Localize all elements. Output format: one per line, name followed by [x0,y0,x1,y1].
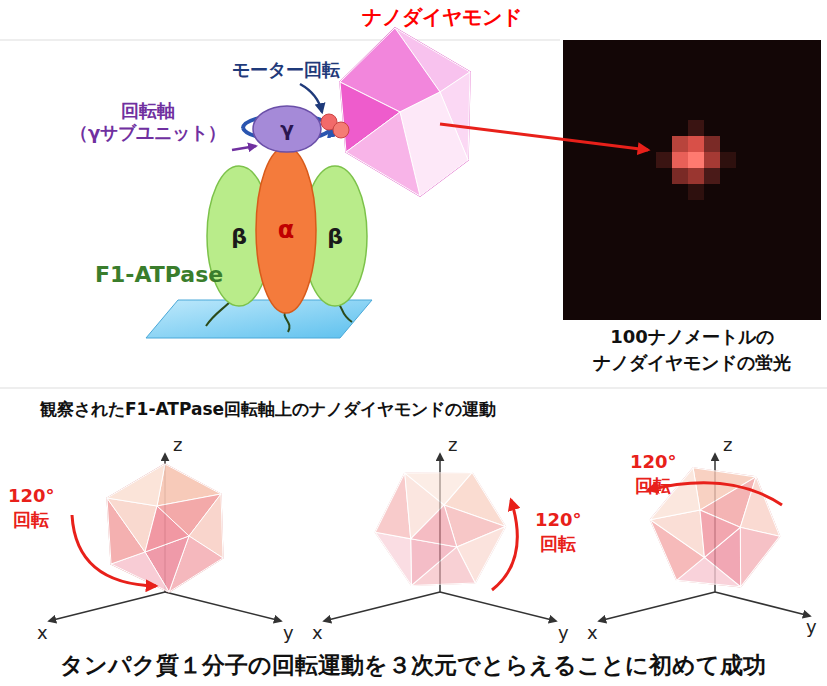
axis-label: y [806,616,817,637]
section-heading: 観察されたF1-ATPase回転軸上のナノダイヤモンドの運動 [40,398,496,421]
part-name: F1-ATPase [95,262,223,287]
alpha-subunit: α [255,146,317,314]
axis-label: x [312,622,323,643]
gamma-subunit: γ [252,105,322,153]
subunit-label: β [327,224,343,249]
subunit-label: α [278,216,295,244]
axis-label: z [173,434,182,455]
part-name: ナノダイヤモンド [362,4,522,31]
axis-label: y [283,622,294,643]
subunit-label: γ [280,117,294,141]
part-name: 回転軸 （γサブユニット） [70,100,226,144]
image-note: 100ナノメートルの ナノダイヤモンドの蛍光 [593,324,791,376]
axis-label: z [448,434,457,455]
axis-label: z [723,434,732,455]
rotation-label: 120°回転 [630,450,677,498]
axis-label: y [558,622,569,643]
part-name: モーター回転 [232,58,340,82]
axis-label: x [587,622,598,643]
rotation-label: 120° 回転 [8,484,55,532]
caption: タンパク質１分子の回転運動を３次元でとらえることに初めて成功 [60,650,766,680]
rotation-label: 120° 回転 [535,508,582,556]
subunit-label: β [231,224,247,249]
axis-label: x [37,622,48,643]
